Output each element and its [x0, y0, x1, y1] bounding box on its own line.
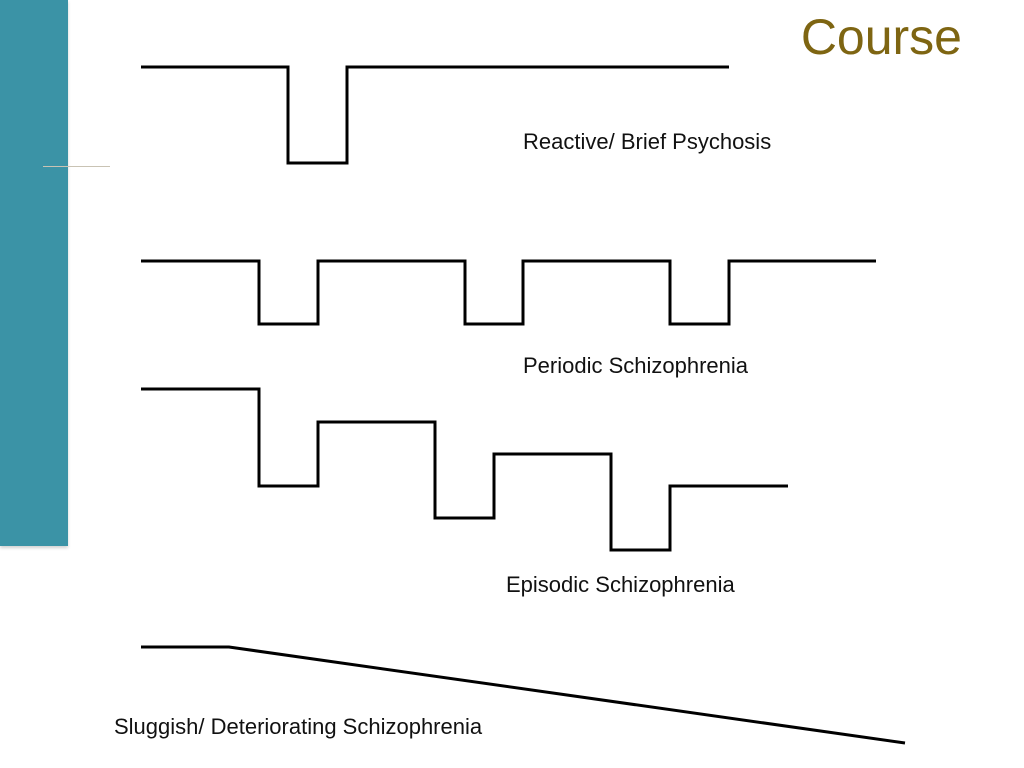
slide-title: Course: [800, 9, 962, 65]
episodic-course-line: [141, 387, 788, 552]
sluggish-course-line: [141, 645, 906, 745]
episodic-course-label: Episodic Schizophrenia: [506, 572, 735, 597]
reactive-course-line: [141, 65, 729, 165]
accent-side-bar: [0, 0, 68, 546]
periodic-course-label: Periodic Schizophrenia: [523, 353, 749, 378]
accent-divider: [43, 166, 110, 167]
reactive-course-label: Reactive/ Brief Psychosis: [523, 129, 772, 154]
periodic-course-line: [141, 259, 876, 326]
sluggish-course-label: Sluggish/ Deteriorating Schizophrenia: [114, 714, 483, 739]
